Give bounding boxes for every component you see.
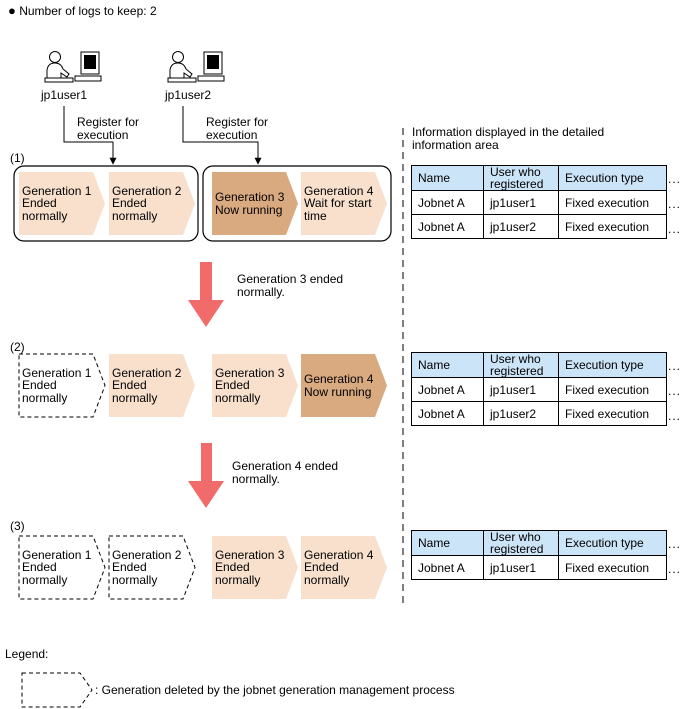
legend-title: Legend: <box>5 647 49 661</box>
generation-shape-4 <box>301 536 387 599</box>
table-cell: Jobnet A <box>411 377 484 402</box>
table-cell: jp1user1 <box>483 555 559 580</box>
logs-to-keep-text: Number of logs to keep: 2 <box>19 4 157 18</box>
table-cell: Fixed execution <box>558 377 667 402</box>
transition-text-1: Generation 3 ended normally. <box>237 272 344 299</box>
table-ellipsis: ... <box>668 537 682 551</box>
table-row: Jobnet A jp1user1 Fixed execution <box>411 377 667 402</box>
table-row: Jobnet A jp1user2 Fixed execution <box>411 214 667 239</box>
transition-text-2: Generation 4 ended normally. <box>232 459 339 486</box>
legend-deleted-shape <box>21 672 93 708</box>
info-table-2: Name User who registered Execution type … <box>411 352 667 426</box>
info-table-3: Name User who registered Execution type … <box>411 530 667 580</box>
generation-shape-3 <box>212 172 298 235</box>
generation-shape-4 <box>301 354 387 417</box>
table-cell: Fixed execution <box>558 401 667 426</box>
table-cell: Jobnet A <box>411 190 484 215</box>
table-cell: Fixed execution <box>558 555 667 580</box>
generation-shape-1 <box>18 535 106 600</box>
table-ellipsis: ... <box>668 409 682 423</box>
generation-shape-2 <box>109 172 195 235</box>
table-row: Jobnet A jp1user1 Fixed execution <box>411 555 667 580</box>
transition-arrow-2 <box>188 443 224 508</box>
register-connector-1 <box>63 106 117 165</box>
info-table-1: Name User who registered Execution type … <box>411 165 667 239</box>
table-cell: Fixed execution <box>558 190 667 215</box>
step-label-1: (1) <box>10 151 25 165</box>
transition-arrow-1 <box>188 262 224 327</box>
generation-shape-4 <box>301 172 387 235</box>
table-cell: jp1user2 <box>483 401 559 426</box>
register-connector-2 <box>182 106 262 165</box>
logs-setting: ● Number of logs to keep: 2 <box>8 4 157 18</box>
generation-shape-3 <box>212 354 298 417</box>
table-ellipsis: ... <box>668 562 682 576</box>
table-row: Jobnet A jp1user2 Fixed execution <box>411 401 667 426</box>
user1-generation-group <box>13 165 199 242</box>
table-cell: Jobnet A <box>411 555 484 580</box>
table-cell: Jobnet A <box>411 401 484 426</box>
column-header: User who registered <box>483 165 559 191</box>
column-header: User who registered <box>483 530 559 556</box>
user2-generation-group <box>202 165 392 242</box>
register-label-1: Register for execution <box>77 115 140 142</box>
user-at-computer-icon <box>44 51 102 83</box>
info-area-title: Information displayed in the detailed in… <box>412 125 605 152</box>
table-ellipsis: ... <box>668 172 682 186</box>
generation-shape-2 <box>108 535 196 600</box>
legend-deleted-desc: : Generation deleted by the jobnet gener… <box>95 683 455 697</box>
table-row: Jobnet A jp1user1 Fixed execution <box>411 190 667 215</box>
generation-shape-1 <box>18 353 106 418</box>
step-label-2: (2) <box>10 340 25 354</box>
table-ellipsis: ... <box>668 222 682 236</box>
generation-shape-2 <box>109 354 195 417</box>
column-header: Execution type <box>558 530 667 556</box>
column-header: Execution type <box>558 165 667 191</box>
user-name-1: jp1user1 <box>41 88 88 102</box>
generation-shape-1 <box>19 172 105 235</box>
table-cell: Fixed execution <box>558 214 667 239</box>
register-label-2: Register for execution <box>206 115 269 142</box>
table-ellipsis: ... <box>668 384 682 398</box>
bullet-icon: ● <box>8 3 16 18</box>
step-label-3: (3) <box>10 519 25 533</box>
column-header: Name <box>411 165 484 191</box>
column-header: Execution type <box>558 352 667 378</box>
table-cell: jp1user1 <box>483 377 559 402</box>
column-header: Name <box>411 352 484 378</box>
column-header: User who registered <box>483 352 559 378</box>
table-cell: Jobnet A <box>411 214 484 239</box>
table-cell: jp1user1 <box>483 190 559 215</box>
table-cell: jp1user2 <box>483 214 559 239</box>
user-at-computer-icon <box>167 51 225 83</box>
table-ellipsis: ... <box>668 197 682 211</box>
user-name-2: jp1user2 <box>165 88 212 102</box>
table-ellipsis: ... <box>668 359 682 373</box>
generation-shape-3 <box>212 536 298 599</box>
column-header: Name <box>411 530 484 556</box>
